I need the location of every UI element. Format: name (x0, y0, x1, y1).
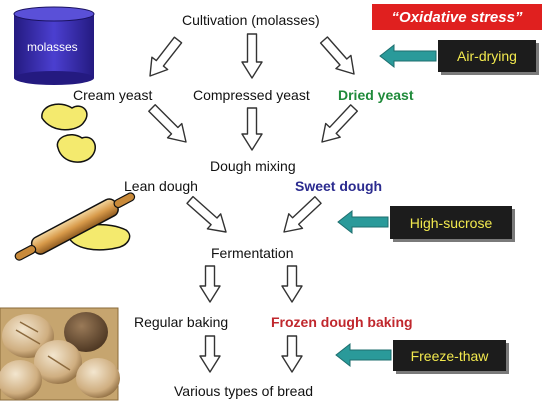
dried-yeast-label: Dried yeast (338, 87, 414, 103)
arrow-cultivation-to-compressed (241, 33, 263, 79)
freeze-thaw-condition: Freeze-thaw (393, 340, 506, 371)
rolling-pin-icon (14, 192, 136, 261)
arrow-cultivation-to-cream (149, 36, 183, 77)
regular-baking-label: Regular baking (134, 314, 229, 330)
cultivation-label: Cultivation (molasses) (182, 12, 320, 28)
arrow-regular-to-bread (199, 335, 221, 373)
arrow-frozen-to-bread (281, 335, 303, 373)
process-arrows (148, 33, 358, 373)
oxidative-stress-header: “Oxidative stress” (372, 4, 542, 30)
arrow-compressed-to-mixing (241, 107, 263, 151)
arrow-lean-to-fermentation (186, 195, 227, 233)
freeze-thaw-arrow-icon (335, 342, 392, 368)
frozen-dough-baking-label: Frozen dough baking (271, 314, 413, 330)
arrow-fermentation-to-regular (199, 265, 221, 303)
air-drying-arrow-icon (379, 43, 437, 69)
cream-yeast-label: Cream yeast (73, 87, 153, 103)
compressed-yeast-label: Compressed yeast (193, 87, 310, 103)
arrow-cultivation-to-dried (319, 36, 355, 75)
high-sucrose-condition: High-sucrose (390, 206, 512, 239)
arrow-dried-to-mixing (321, 104, 358, 143)
fermentation-label: Fermentation (211, 245, 294, 261)
dough-mixing-label: Dough mixing (210, 158, 296, 174)
arrow-fermentation-to-frozen (281, 265, 303, 303)
bread-photo (0, 307, 120, 401)
high-sucrose-arrow-icon (337, 209, 389, 235)
arrow-sweet-to-fermentation (283, 195, 322, 233)
bread-types-label: Various types of bread (174, 383, 314, 399)
air-drying-condition: Air-drying (438, 40, 536, 72)
molasses-can-icon (13, 6, 95, 85)
arrow-cream-to-mixing (148, 104, 187, 143)
molasses-can-label: molasses (27, 40, 78, 54)
sweet-dough-label: Sweet dough (295, 178, 383, 194)
condition-arrows (335, 43, 437, 368)
lean-dough-label: Lean dough (124, 178, 198, 194)
cream-yeast-icon (41, 103, 96, 163)
